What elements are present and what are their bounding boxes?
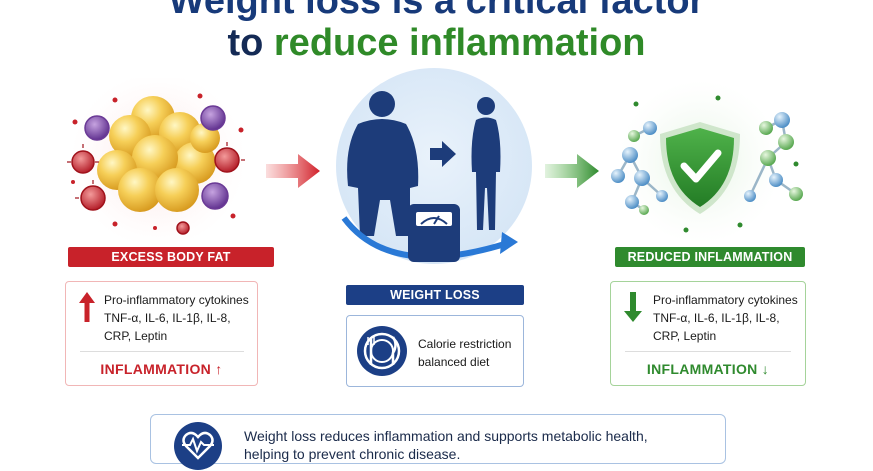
down-arrow-icon	[624, 292, 642, 322]
title-prefix: to	[227, 22, 274, 64]
footer-text-1: Weight loss reduces inflammation and sup…	[244, 428, 648, 444]
up-arrow-icon	[79, 292, 95, 322]
page-title-line2: to reduce inflammation	[0, 20, 873, 66]
center-line-2: balanced diet	[418, 355, 490, 369]
right-line-3: CRP, Leptin	[653, 329, 717, 343]
green-arrow-icon	[545, 154, 599, 188]
center-line-1: Calorie restriction	[418, 337, 512, 351]
shield-check-icon	[660, 122, 740, 214]
title-highlight: reduce inflammation	[273, 22, 646, 64]
right-info-box: Pro-inflammatory cytokines TNF-α, IL-6, …	[610, 281, 806, 386]
left-divider	[80, 351, 244, 352]
left-info-box: Pro-inflammatory cytokines TNF-α, IL-6, …	[65, 281, 258, 386]
page-title-line1: Weight loss is a critical factor	[168, 0, 705, 22]
center-banner: WEIGHT LOSS	[346, 285, 524, 305]
center-info-box: Calorie restriction balanced diet	[346, 315, 524, 387]
heart-pulse-icon	[174, 422, 222, 470]
left-status: INFLAMMATION ↑	[100, 361, 223, 377]
left-line-2: TNF-α, IL-6, IL-1β, IL-8,	[104, 311, 231, 325]
red-arrow-icon	[266, 154, 320, 188]
shield-molecule-illustration	[611, 80, 803, 244]
right-status: INFLAMMATION ↓	[646, 361, 770, 377]
left-banner: EXCESS BODY FAT	[68, 247, 274, 267]
body-silhouette-illustration	[336, 68, 532, 264]
fat-cells-illustration	[67, 78, 246, 248]
body-silhouette-icon	[347, 91, 419, 236]
right-divider	[625, 351, 791, 352]
right-line-2: TNF-α, IL-6, IL-1β, IL-8,	[653, 311, 780, 325]
left-line-1: Pro-inflammatory cytokines	[104, 293, 249, 307]
right-line-1: Pro-inflammatory cytokines	[653, 293, 798, 307]
right-banner: REDUCED INFLAMMATION	[615, 247, 805, 267]
left-line-3: CRP, Leptin	[104, 329, 168, 343]
scale-icon	[408, 204, 460, 262]
footer-text-2: helping to prevent chronic disease.	[244, 446, 461, 462]
footer-box: Weight loss reduces inflammation and sup…	[150, 414, 726, 470]
plate-fork-knife-icon	[357, 326, 407, 376]
